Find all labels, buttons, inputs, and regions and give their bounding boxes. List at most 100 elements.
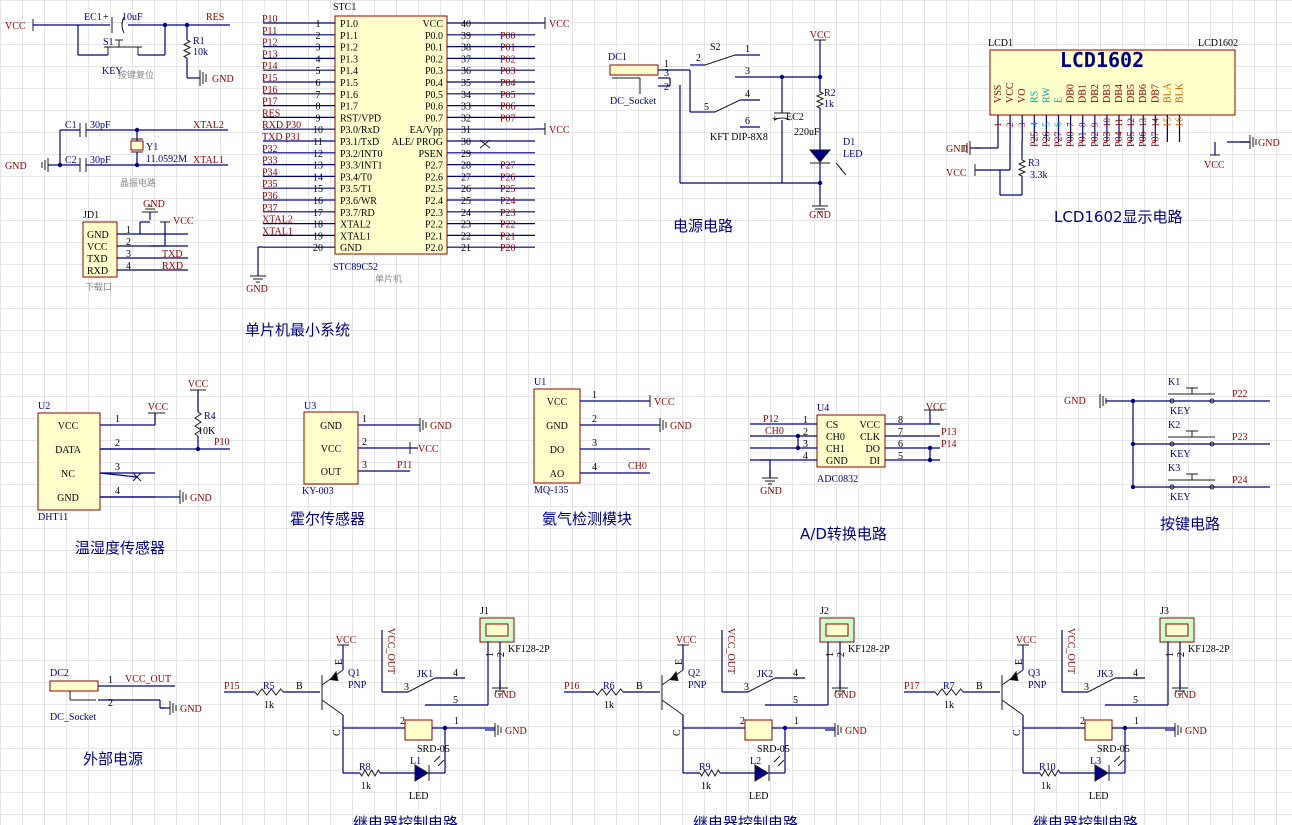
vcc-label: VCC	[188, 379, 209, 390]
dht-pin-num: 2	[115, 438, 120, 449]
adc-pin-num: 8	[898, 415, 903, 426]
download-pin-name: TXD	[87, 254, 108, 265]
coil-pin: 2	[740, 716, 745, 727]
mcu-pin-net: P25	[500, 184, 516, 195]
ext-title: 外部电源	[83, 750, 143, 768]
mcu-pin-name: P2.0	[425, 243, 443, 254]
mcu-pin-name: P0.0	[425, 31, 443, 42]
mcu-pin-name: P2.2	[425, 220, 443, 231]
lcd-pin-num: 1	[993, 123, 1003, 128]
mcu-pin-net: P23	[500, 208, 516, 219]
gnd-label: GND	[190, 493, 212, 504]
transistor-ref: Q2	[688, 668, 700, 679]
vcc-label: VCC	[926, 402, 947, 413]
lcd-pin-name: DB4	[1114, 84, 1125, 103]
mcu-pin-name: P2.5	[425, 184, 443, 195]
mcu-pin-net: RES	[262, 108, 280, 119]
switch-pin: 5	[704, 102, 709, 113]
dht-net: P10	[214, 437, 230, 448]
gas-part: MQ-135	[534, 485, 568, 496]
mcu-pin-name: P3.7/RD	[340, 208, 375, 219]
mcu-pin-number: 13	[313, 161, 323, 172]
crystal-body	[130, 140, 144, 151]
mcu-pin-net: P13	[262, 49, 278, 60]
mcu-pin-net: P14	[262, 61, 278, 72]
lcd-pin-name: BLK	[1175, 82, 1186, 103]
mcu-pin-net: TXD P31	[262, 132, 301, 143]
download-pin-num: 1	[126, 225, 131, 236]
mcu-pin-net: XTAL1	[262, 226, 293, 237]
gnd-label: GND	[670, 421, 692, 432]
relay-pin: 4	[453, 668, 458, 679]
lcd-net: P05	[1126, 131, 1137, 147]
relay-pin: 5	[793, 695, 798, 706]
emitter-label: E	[1014, 659, 1025, 665]
mcu-subtitle: 单片机	[375, 273, 402, 285]
relay-title: 继电器控制电路	[1033, 814, 1138, 825]
electrolytic-cap	[121, 16, 125, 34]
junction-dot	[134, 162, 140, 168]
junction-dot	[795, 433, 801, 439]
key-ref: K2	[1168, 420, 1180, 431]
emitter-arrow	[669, 670, 679, 682]
terminal-type: KF128-2P	[508, 644, 550, 655]
dht-pin-num: 1	[115, 414, 120, 425]
lcd-title: LCD1602显示电路	[1054, 208, 1183, 226]
adc-net: P13	[941, 427, 957, 438]
dht-pin-num: 4	[115, 486, 120, 497]
mcu-pin-number: 38	[461, 43, 471, 54]
mcu-pin-name: P0.5	[425, 90, 443, 101]
wire	[661, 699, 684, 716]
vcc-label: VCC	[173, 216, 194, 227]
ext-net: VCC_OUT	[125, 674, 171, 685]
dht-body	[37, 412, 101, 511]
hall-body	[303, 411, 359, 485]
mcu-pin-name: P0.4	[425, 78, 443, 89]
mcu-title: 单片机最小系统	[245, 321, 350, 339]
res-value: 1k	[824, 99, 834, 110]
led-type: LED	[409, 791, 428, 802]
terminal-ref: J3	[1160, 606, 1169, 617]
switch-pin: 6	[745, 116, 750, 127]
gas-pin-num: 2	[592, 414, 597, 425]
mcu-pin-net: P11	[262, 26, 277, 37]
lcd-pin-num: 6	[1054, 122, 1065, 127]
mcu-pin-net: P16	[262, 85, 278, 96]
switch-pin: 3	[745, 66, 750, 77]
key-contact	[1209, 441, 1215, 447]
mcu-pin-number: 37	[461, 54, 471, 65]
mcu-pin-number: 28	[461, 161, 471, 172]
res-ref: R7	[943, 681, 955, 692]
wire	[1001, 699, 1024, 716]
cap-value: 220uF	[794, 127, 820, 138]
mcu-pin-net: P15	[262, 73, 278, 84]
gnd-label: GND	[1064, 396, 1086, 407]
mcu-pin-name: PSEN	[419, 149, 443, 160]
led-type: LED	[749, 791, 768, 802]
junction-dot	[1130, 398, 1136, 404]
terminal-inner	[825, 623, 849, 637]
mcu-pin-net: RXD P30	[262, 120, 301, 131]
hall-pin-num: 1	[362, 414, 367, 425]
mcu-pin-number: 4	[316, 54, 321, 65]
cap-plus: +	[772, 114, 778, 125]
base-label: B	[976, 681, 983, 692]
adc-pin-num: 7	[898, 427, 903, 438]
hall-part: KY-003	[302, 486, 334, 497]
res-ref: R2	[824, 88, 836, 99]
lcd-pin-num: 5	[1041, 122, 1052, 127]
download-pin-num: 4	[126, 261, 131, 272]
mcu-pin-number: 1	[316, 19, 321, 30]
mcu-pin-net: P04	[500, 78, 516, 89]
res-ref: R1	[193, 36, 205, 47]
relay-ref: JK2	[757, 669, 773, 680]
ext-pin: 2	[108, 698, 113, 709]
relay-coil	[404, 719, 433, 741]
hall-pin-name: OUT	[321, 467, 342, 478]
terminal-pin: 2	[496, 652, 507, 657]
mcu-pin-number: 26	[461, 184, 471, 195]
lcd-pin-num: 15	[1162, 117, 1173, 127]
gnd-label: GND	[180, 704, 202, 715]
led-type: LED	[843, 149, 862, 160]
relay-coil	[744, 719, 773, 741]
